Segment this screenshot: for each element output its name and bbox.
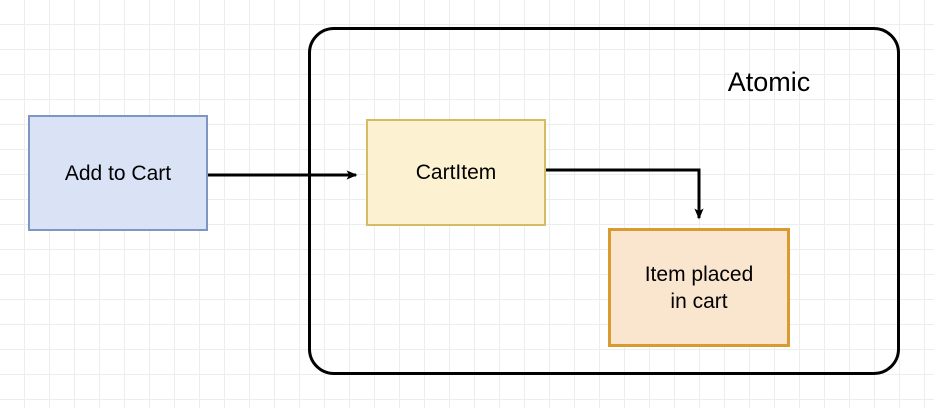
node-item-placed-in-cart-label-line2: in cart: [670, 289, 728, 313]
node-add-to-cart-label: Add to Cart: [64, 161, 172, 185]
group-container-atomic[interactable]: [308, 27, 900, 375]
node-item-placed-in-cart-label: Item placed in cart: [645, 261, 754, 315]
node-item-placed-in-cart[interactable]: Item placed in cart: [608, 228, 790, 347]
group-label-atomic: Atomic: [727, 67, 811, 97]
node-item-placed-in-cart-label-line1: Item placed: [644, 262, 754, 286]
node-cart-item[interactable]: CartItem: [366, 119, 546, 226]
node-cart-item-label: CartItem: [415, 161, 497, 184]
node-add-to-cart[interactable]: Add to Cart: [28, 115, 208, 231]
